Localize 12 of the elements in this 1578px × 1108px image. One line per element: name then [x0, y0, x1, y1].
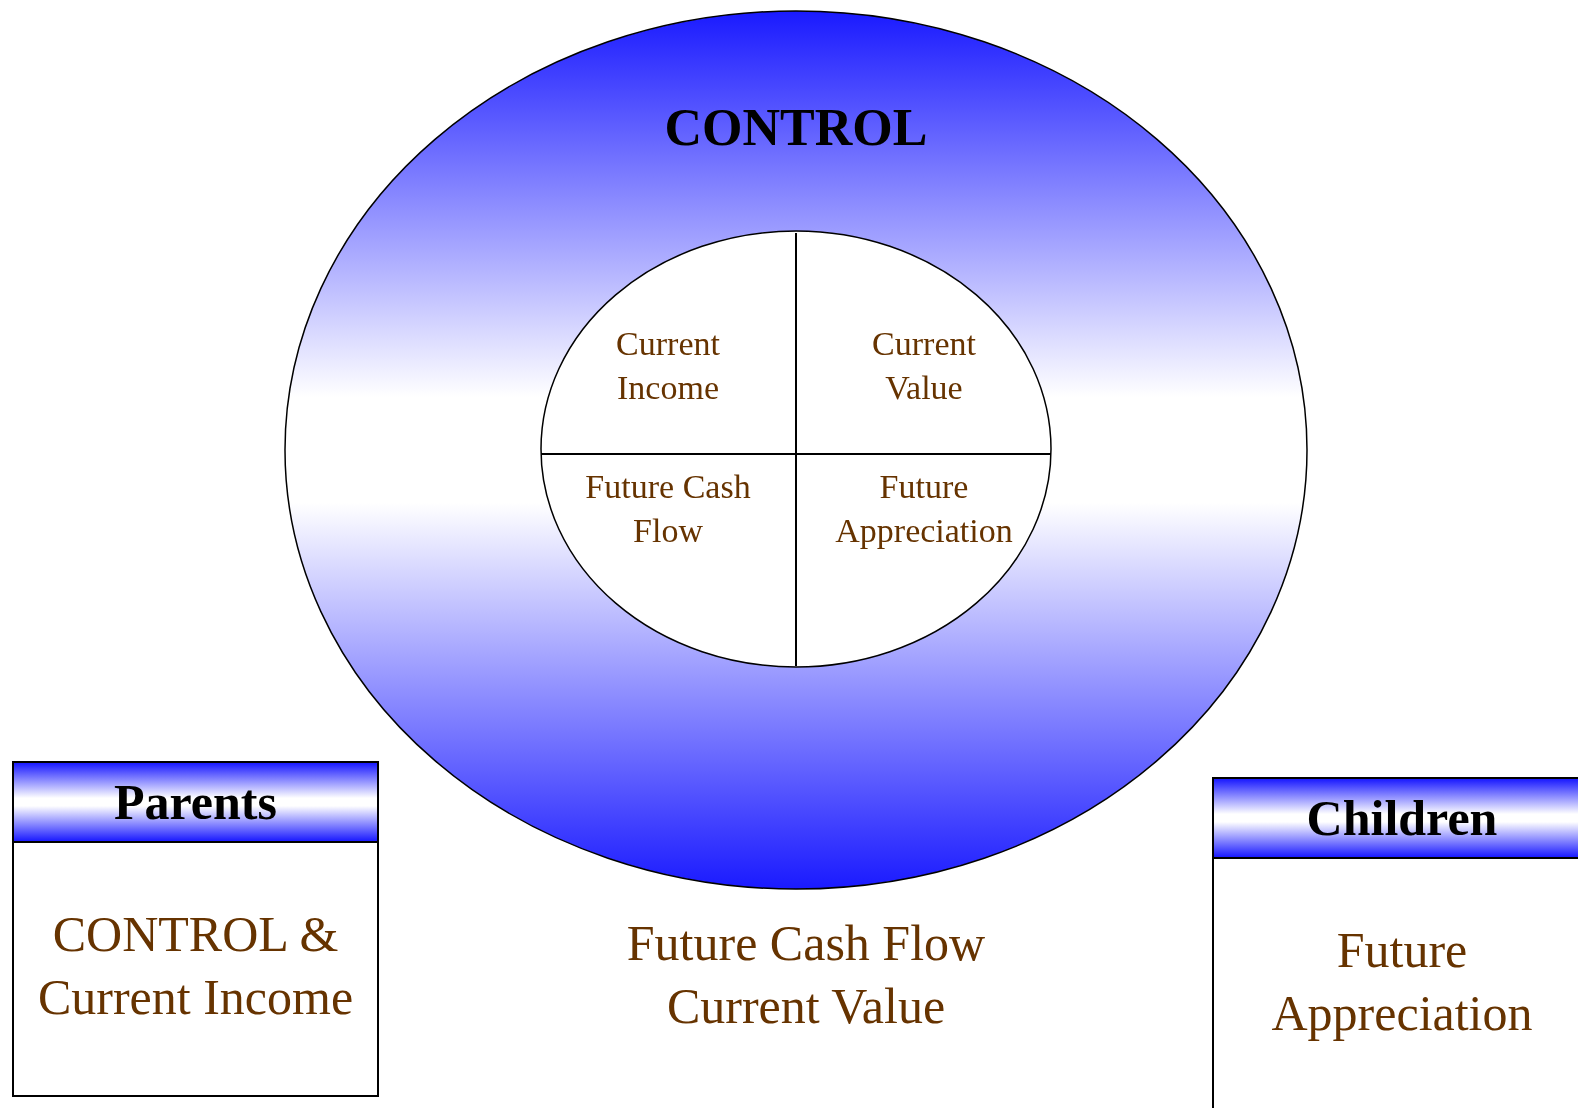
- info-card: [1212, 777, 1578, 1108]
- quadrant-label: Future Appreciation: [834, 467, 1014, 551]
- note-text: Future Cash Flow Current Value: [625, 914, 987, 1036]
- ellipse-title: CONTROL: [664, 98, 928, 157]
- info-card: [12, 761, 379, 1097]
- card-heading: Parents: [14, 763, 377, 843]
- quadrant-label: Future Cash Flow: [584, 467, 752, 551]
- card-heading: Children: [1214, 779, 1578, 859]
- card-text: CONTROL & Current Income: [36, 905, 355, 1027]
- card-text: Future Appreciation: [1270, 921, 1534, 1043]
- quadrant-label: Current Value: [871, 324, 977, 408]
- quadrant-label: Current Income: [615, 324, 721, 408]
